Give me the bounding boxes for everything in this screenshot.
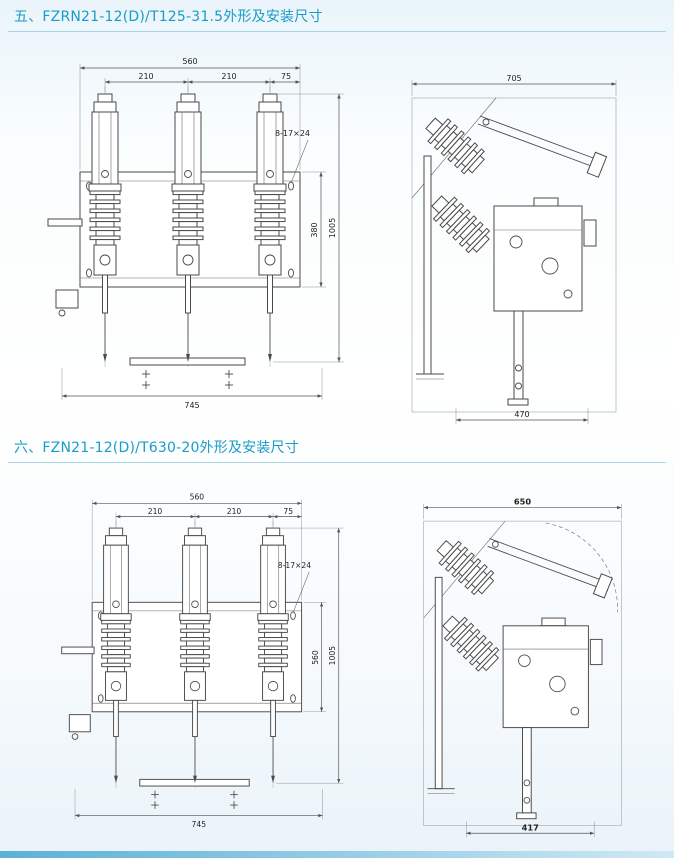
- dim-base-width: 745: [192, 820, 207, 829]
- section-heading-5: 五、FZRN21-12(D)/T125-31.5外形及安装尺寸: [14, 9, 323, 25]
- side-view-dimensions-2: 650 417: [423, 497, 622, 838]
- front-view-dimensions-1: 560 210 210 75 8-17×24 380 1005 745: [61, 57, 344, 410]
- dim-total-height: 1005: [328, 218, 337, 238]
- side-view-geometry-1: [411, 97, 617, 413]
- page-footer-bar: [0, 851, 674, 858]
- dim-pitch-2: 210: [221, 72, 236, 81]
- dim-edge: 75: [281, 72, 291, 81]
- dim-total-height: 1005: [328, 646, 337, 666]
- dim-total-width: 560: [182, 57, 197, 66]
- dim-mounting-holes: 8-17×24: [278, 561, 311, 570]
- dim-depth: 705: [506, 74, 521, 83]
- dim-total-width: 560: [190, 493, 205, 502]
- dim-lower-depth: 470: [514, 410, 529, 419]
- dim-mounting-holes: 8-17×24: [275, 129, 310, 138]
- side-view-drawing-2: 650 417: [423, 497, 622, 838]
- dim-base-width: 745: [184, 401, 199, 410]
- front-view-drawing-2: 560 210 210 75 8-17×24 560 1005 745: [61, 493, 344, 829]
- dim-frame-height: 560: [311, 650, 320, 665]
- dim-pitch-1: 210: [148, 507, 163, 516]
- front-view-dimensions-2: 560 210 210 75 8-17×24 560 1005 745: [74, 493, 344, 829]
- dim-edge: 75: [283, 507, 293, 516]
- dim-pitch-1: 210: [138, 72, 153, 81]
- front-view-geometry-1: [47, 86, 301, 390]
- side-view-drawing-1: 705 470: [411, 74, 617, 424]
- section-heading-5-row: 五、FZRN21-12(D)/T125-31.5外形及安装尺寸: [8, 0, 666, 32]
- side-view-geometry-2: [423, 520, 622, 826]
- section-heading-6: 六、FZN21-12(D)/T630-20外形及安装尺寸: [14, 440, 299, 456]
- section-heading-6-row: 六、FZN21-12(D)/T630-20外形及安装尺寸: [8, 431, 666, 463]
- dim-lower-depth: 417: [522, 822, 539, 832]
- dim-frame-height: 380: [310, 222, 319, 237]
- front-view-drawing-1: 560 210 210 75 8-17×24 380 1005 745: [47, 57, 344, 410]
- front-view-geometry-2: [61, 520, 303, 810]
- side-view-dimensions-1: 705 470: [411, 74, 617, 424]
- dim-pitch-2: 210: [227, 507, 242, 516]
- dim-depth: 650: [514, 497, 531, 507]
